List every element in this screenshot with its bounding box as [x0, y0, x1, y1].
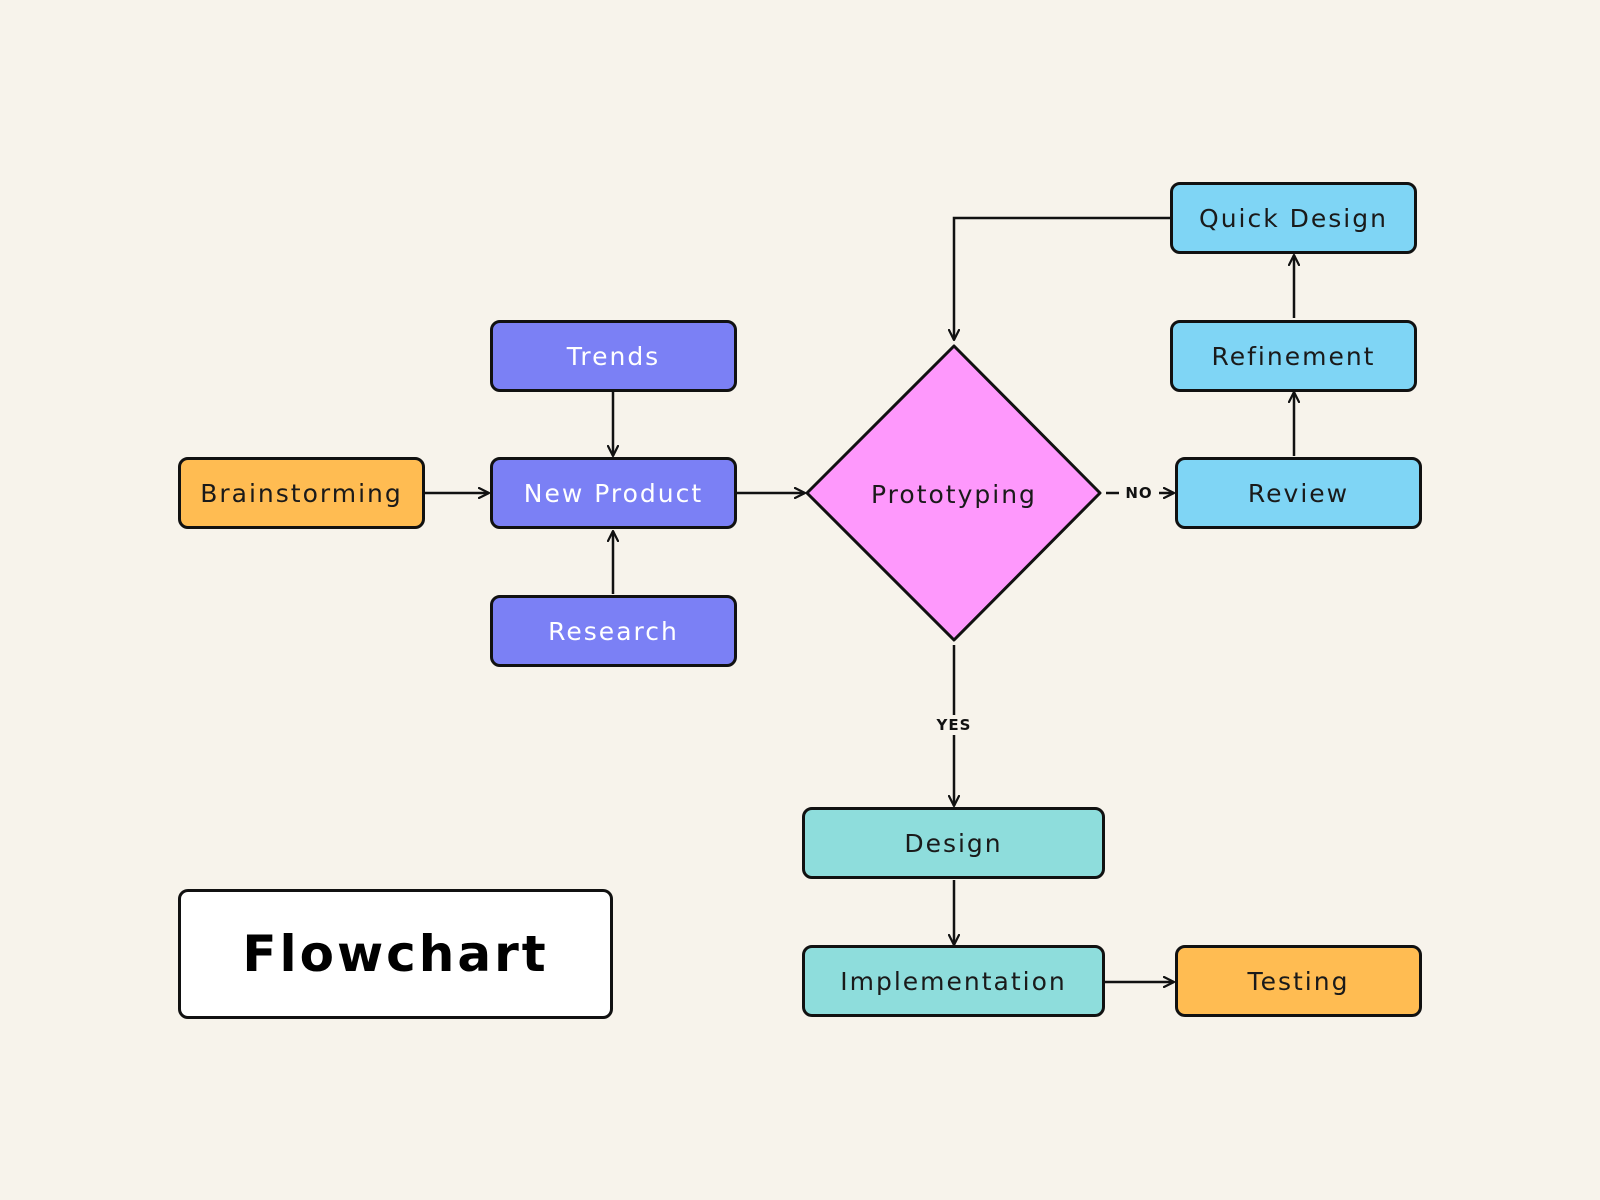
node-testing[interactable]: Testing — [1175, 945, 1422, 1017]
edge-label-yes: YES — [929, 715, 979, 735]
node-trends[interactable]: Trends — [490, 320, 737, 392]
node-research[interactable]: Research — [490, 595, 737, 667]
node-quick-design[interactable]: Quick Design — [1170, 182, 1417, 254]
node-brainstorming[interactable]: Brainstorming — [178, 457, 425, 529]
node-design[interactable]: Design — [802, 807, 1105, 879]
node-refinement[interactable]: Refinement — [1170, 320, 1417, 392]
node-new-product[interactable]: New Product — [490, 457, 737, 529]
node-review[interactable]: Review — [1175, 457, 1422, 529]
node-prototyping[interactable]: Prototyping — [871, 479, 1037, 509]
edge-label-no: NO — [1119, 483, 1159, 503]
prototyping-diamond-shape — [805, 344, 1102, 642]
chart-title: Flowchart — [178, 889, 613, 1019]
arrow-quick-design-to-prototyping — [954, 216, 1170, 340]
node-implementation[interactable]: Implementation — [802, 945, 1105, 1017]
